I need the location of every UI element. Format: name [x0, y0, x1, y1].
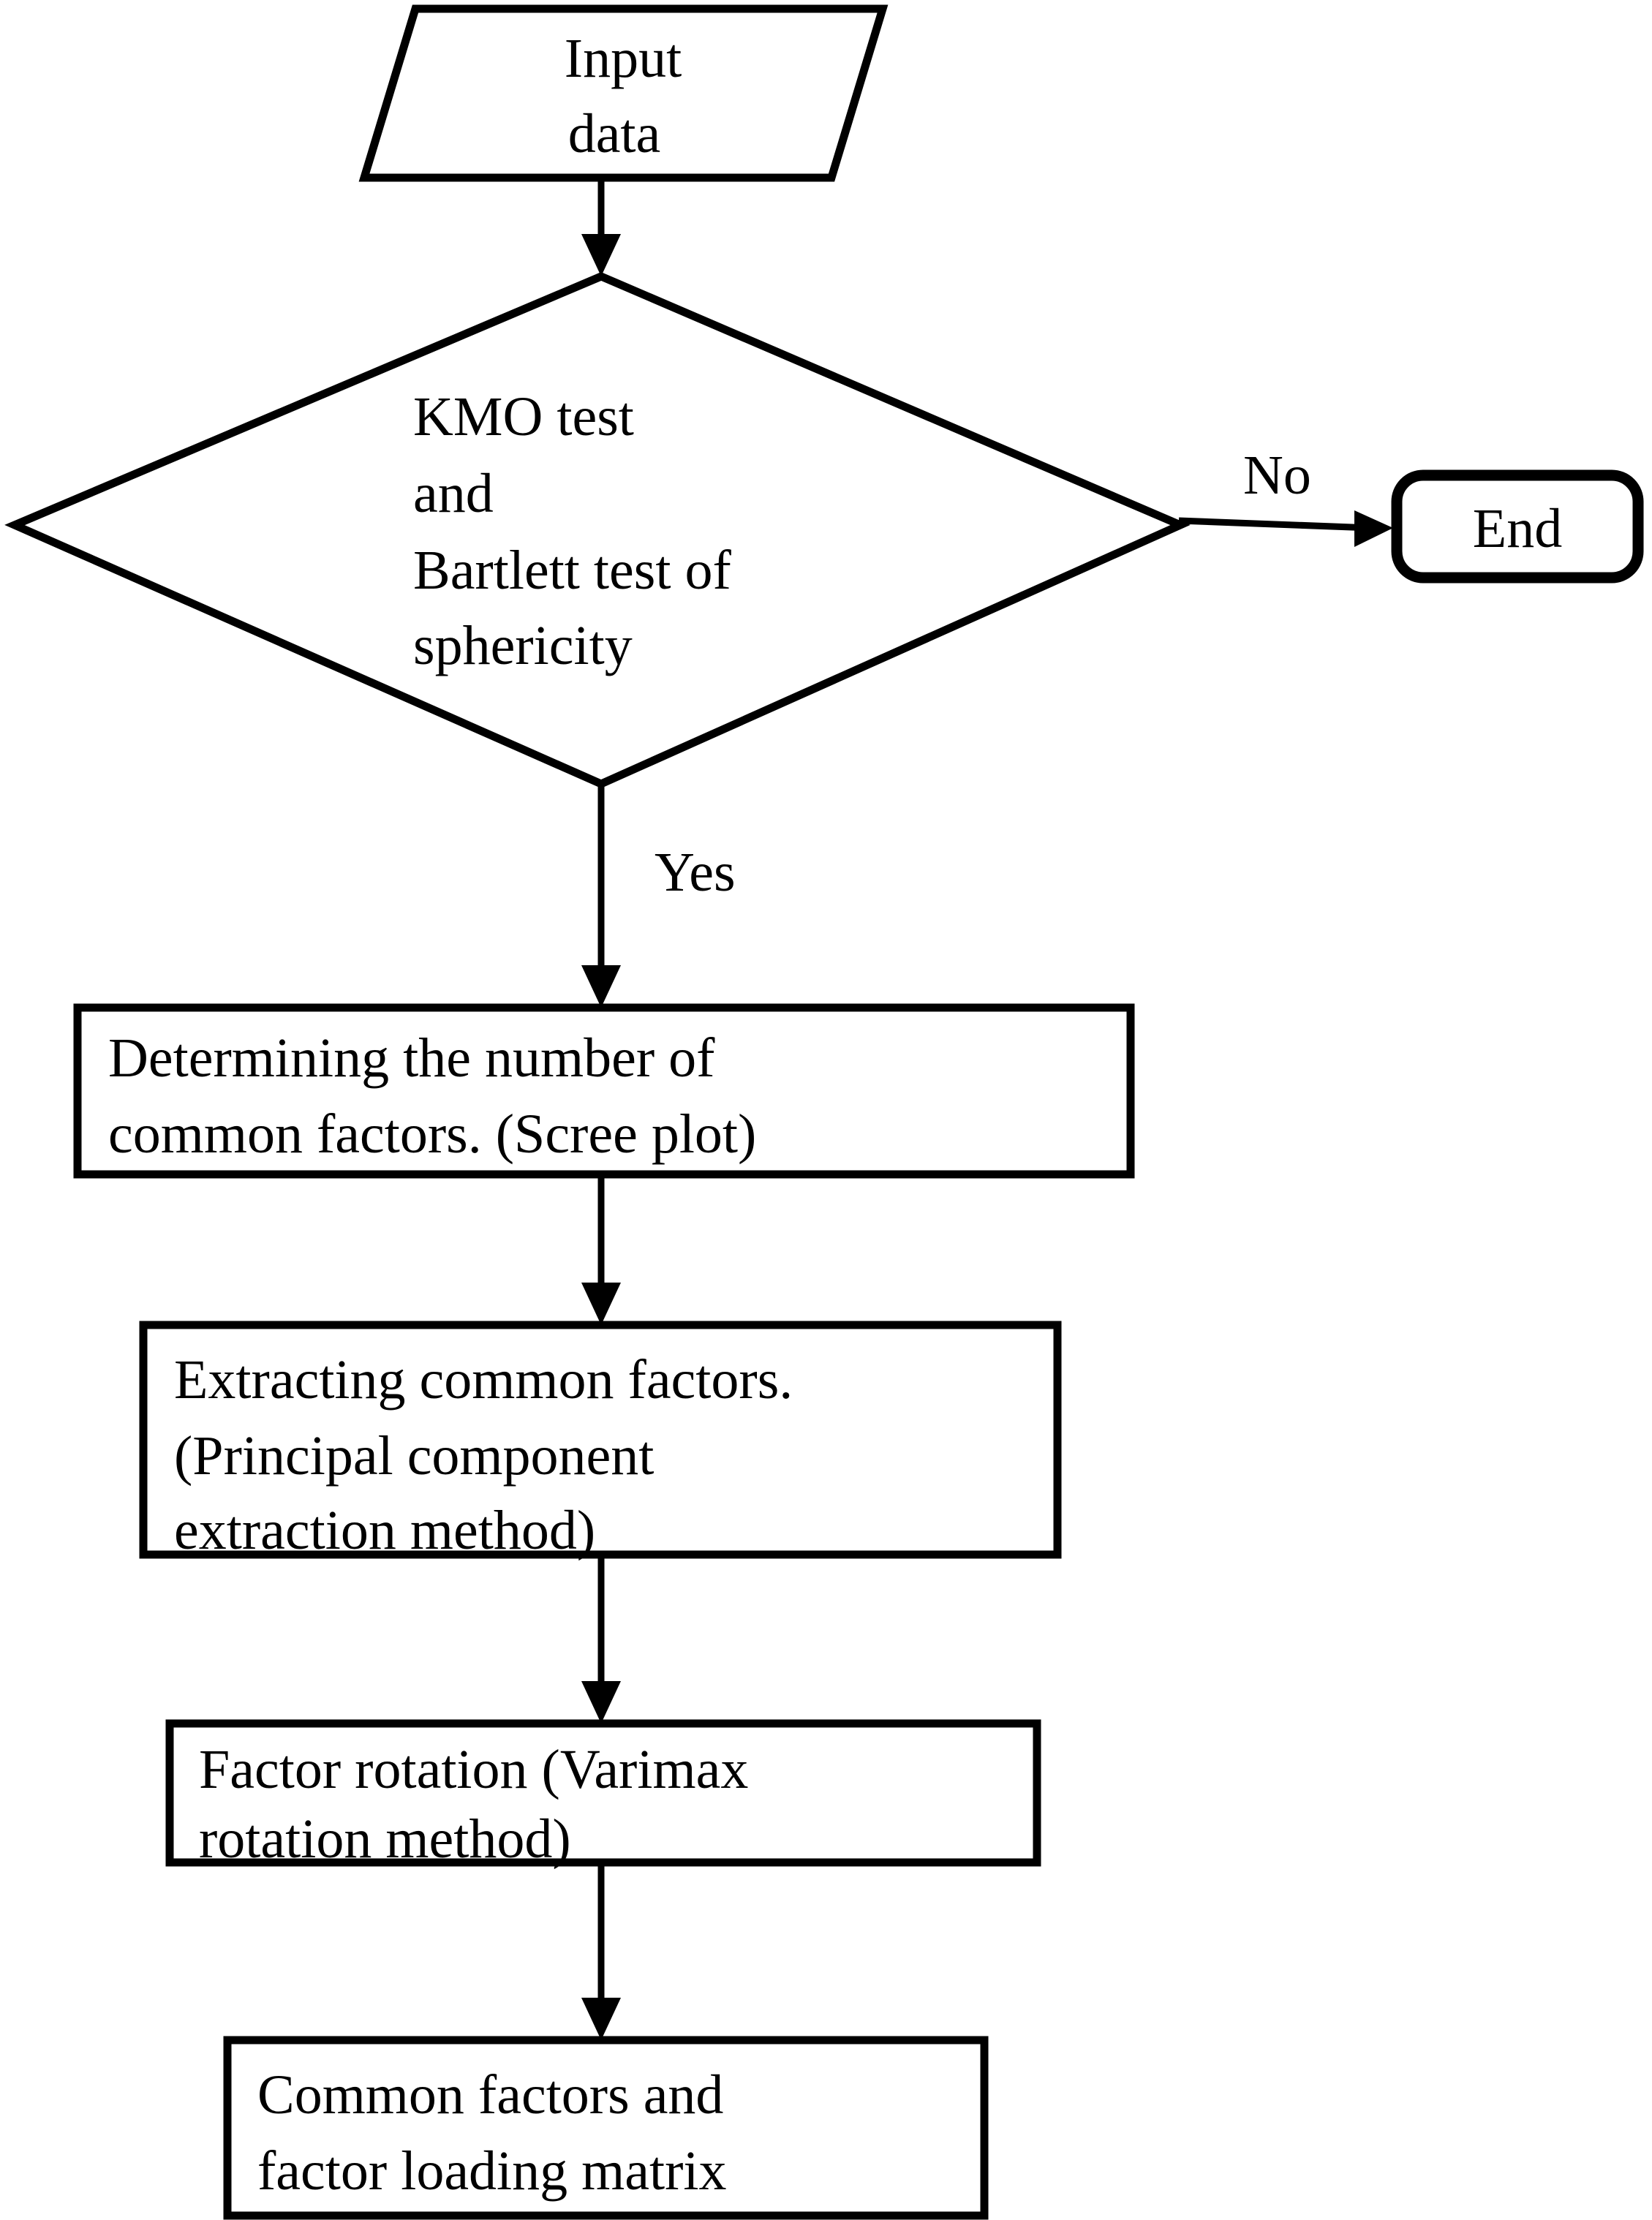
- connector-step2-to-step3: [581, 1555, 621, 1723]
- step2-line-3: extraction method): [174, 1500, 595, 1561]
- end-label: End: [1473, 498, 1562, 559]
- input-line-1: Input: [565, 28, 682, 89]
- node-step-factor-rotation[interactable]: Factor rotation (Varimax rotation method…: [165, 1719, 1041, 1870]
- step1-line-2: common factors. (Scree plot): [108, 1103, 756, 1165]
- step3-shape: [165, 1719, 1041, 1867]
- step2-line-2: (Principal component: [174, 1425, 654, 1487]
- node-end[interactable]: End: [1391, 469, 1644, 584]
- end-shape: [1391, 469, 1644, 584]
- connector-step1-to-step2: [581, 1176, 621, 1325]
- diamond-shape: [4, 272, 1191, 789]
- step3-line-1: Factor rotation (Varimax: [199, 1739, 748, 1800]
- decision-line-3: Bartlett test of: [413, 540, 731, 601]
- edge-label-yes: Yes: [655, 842, 736, 903]
- step3-line-2: rotation method): [199, 1808, 571, 1870]
- step1-line-1: Determining the number of: [108, 1027, 715, 1089]
- step1-shape: [73, 1003, 1135, 1179]
- step2-shape: [139, 1321, 1062, 1559]
- step4-shape: [223, 2036, 989, 2220]
- connector-decision-to-end: [1178, 510, 1393, 547]
- node-decision-kmo-bartlett[interactable]: KMO test and Bartlett test of sphericity: [4, 272, 1191, 789]
- connector-input-to-decision: [581, 179, 621, 276]
- node-step-extract-factors[interactable]: Extracting common factors. (Principal co…: [139, 1321, 1062, 1561]
- decision-line-1: KMO test: [413, 386, 634, 448]
- step2-line-1: Extracting common factors.: [174, 1349, 793, 1411]
- node-input-data[interactable]: Input data: [358, 4, 889, 182]
- decision-line-4: sphericity: [413, 615, 633, 676]
- node-step-determine-factors[interactable]: Determining the number of common factors…: [73, 1003, 1135, 1179]
- input-line-2: data: [568, 103, 661, 165]
- step4-line-2: factor loading matrix: [257, 2140, 727, 2202]
- parallelogram-shape: [358, 4, 889, 182]
- edge-label-no: No: [1243, 445, 1311, 506]
- decision-line-2: and: [413, 463, 494, 524]
- connector-decision-to-step1: [581, 786, 621, 1008]
- node-step-common-factors-matrix[interactable]: Common factors and factor loading matrix: [223, 2036, 989, 2220]
- connector-step3-to-step4: [581, 1863, 621, 2040]
- step4-line-1: Common factors and: [257, 2064, 723, 2126]
